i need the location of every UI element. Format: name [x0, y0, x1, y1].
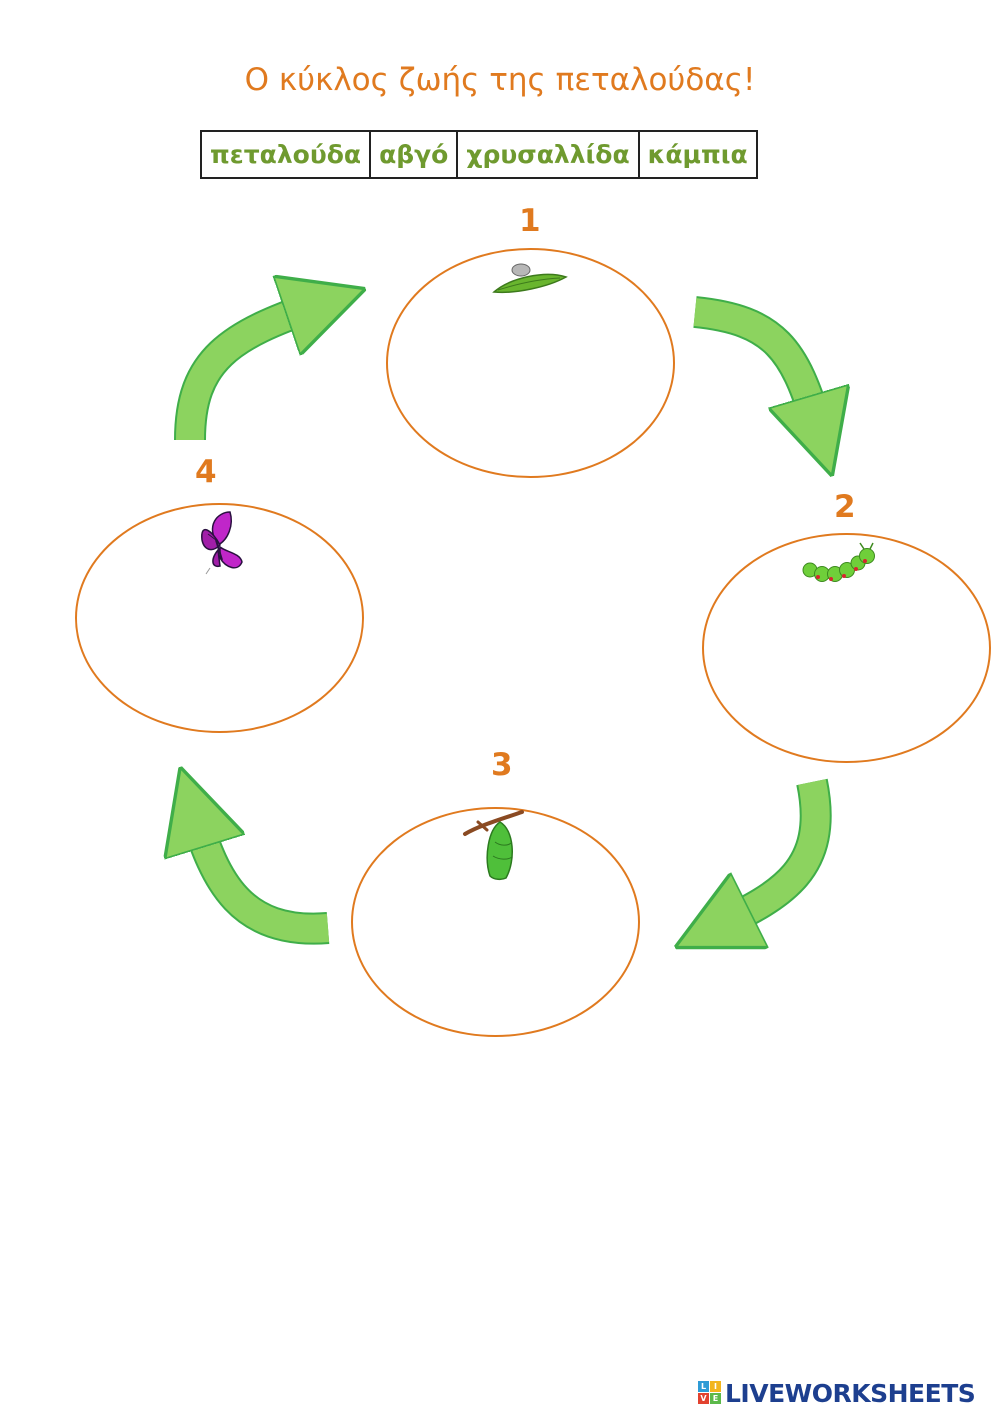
arrow-icon — [693, 296, 818, 428]
word-card[interactable]: πεταλούδα — [199, 130, 372, 179]
drop-zone-stage-2[interactable] — [702, 533, 991, 763]
caterpillar-icon — [802, 542, 875, 582]
chrysalis-icon — [463, 810, 524, 881]
worksheet-title: Ο κύκλος ζωής της πεταλούδας! — [244, 62, 756, 98]
word-card[interactable]: χρυσαλλίδα — [456, 130, 640, 179]
arrow-icon — [195, 815, 330, 945]
word-card[interactable]: κάμπια — [637, 130, 758, 179]
stage-number-2: 2 — [834, 489, 856, 525]
drop-zone-stage-3[interactable] — [351, 807, 640, 1037]
stage-number-1: 1 — [519, 203, 541, 239]
word-card[interactable]: αβγό — [369, 130, 459, 179]
liveworksheets-logo-icon: L I V E — [698, 1381, 722, 1405]
arrow-icon — [720, 778, 832, 925]
brand-logo: L I V E LIVEWORKSHEETS — [698, 1378, 976, 1408]
drop-zone-stage-1[interactable] — [386, 248, 675, 478]
arrow-icon — [174, 305, 318, 441]
drop-zone-stage-4[interactable] — [75, 503, 364, 733]
word-bank: πεταλούδα αβγό χρυσαλλίδα κάμπια — [199, 130, 758, 179]
egg-on-leaf-icon — [492, 263, 568, 294]
butterfly-icon — [201, 511, 243, 575]
stage-number-4: 4 — [195, 454, 217, 490]
brand-name: LIVEWORKSHEETS — [725, 1378, 976, 1408]
stage-number-3: 3 — [491, 747, 513, 783]
